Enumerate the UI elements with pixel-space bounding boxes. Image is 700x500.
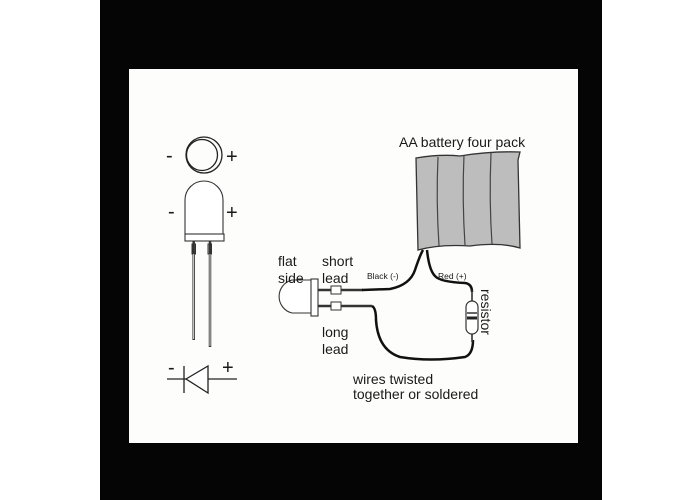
diode-minus-label: - xyxy=(168,357,175,379)
wires-note-line2: together or soldered xyxy=(353,386,478,402)
long-label: long xyxy=(322,324,348,340)
diode-symbol: - + xyxy=(167,357,237,395)
top-plus-label: + xyxy=(226,146,238,168)
twisted-wire xyxy=(371,304,475,361)
led-horizontal xyxy=(278,278,372,317)
short-label: short xyxy=(322,253,353,269)
side-plus-label: + xyxy=(226,202,238,224)
short-lead-label: lead xyxy=(322,270,348,286)
led-side-view: - + xyxy=(168,180,238,347)
battery-pack: AA battery four pack xyxy=(399,134,526,251)
wires-note-line1: wires twisted xyxy=(352,371,433,387)
black-wire-label: Black (-) xyxy=(367,271,399,281)
red-wire xyxy=(425,249,474,293)
side-label: side xyxy=(278,270,304,286)
black-wire xyxy=(361,249,425,292)
side-minus-label: - xyxy=(168,201,175,223)
resistor-label: resistor xyxy=(478,289,494,335)
long-lead-label: lead xyxy=(322,341,348,357)
battery-label: AA battery four pack xyxy=(399,134,526,150)
top-minus-label: - xyxy=(166,145,173,167)
resistor xyxy=(465,290,479,342)
led-top-view: - + xyxy=(166,136,238,174)
flat-label: flat xyxy=(278,253,297,269)
red-wire-label: Red (+) xyxy=(438,271,467,281)
diode-plus-label: + xyxy=(222,357,234,379)
